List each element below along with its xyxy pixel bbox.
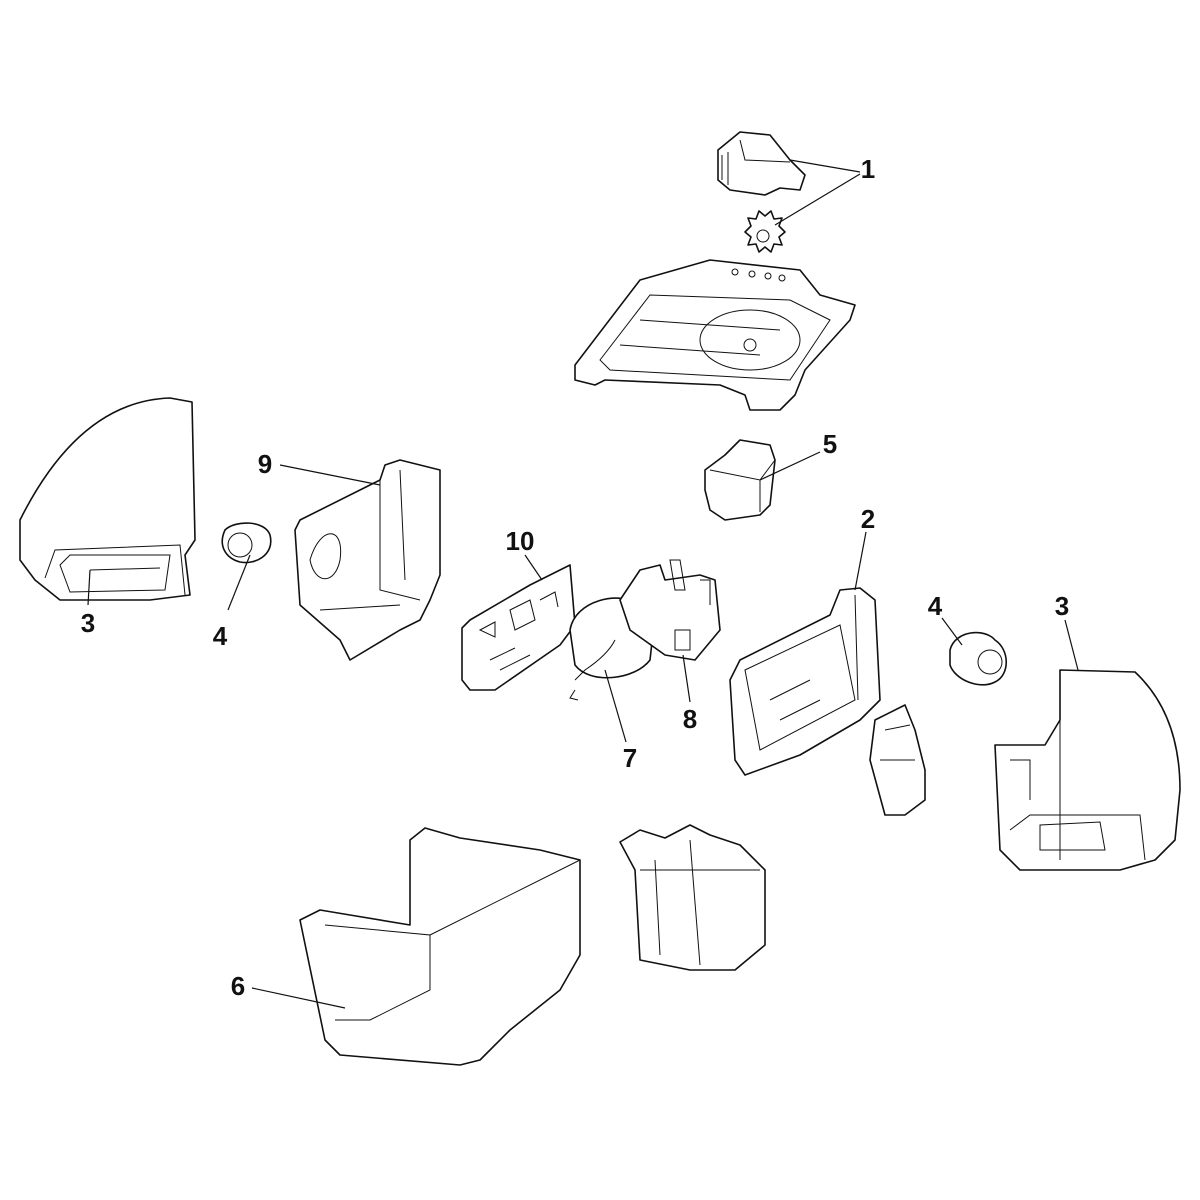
- callout-5: 5: [823, 429, 837, 459]
- callout-2: 2: [861, 504, 875, 534]
- part-4-light-socket-right[interactable]: [949, 631, 1008, 686]
- part-10-logic-board[interactable]: [461, 564, 576, 691]
- part-1-sprocket-cover[interactable]: [717, 131, 806, 253]
- part-5-transformer[interactable]: [704, 439, 776, 521]
- callout-3-right: 3: [1055, 591, 1069, 621]
- callout-6: 6: [231, 971, 245, 1001]
- callout-10: 10: [506, 526, 535, 556]
- callout-3-left: 3: [81, 608, 95, 638]
- callout-7: 7: [623, 743, 637, 773]
- part-9-end-panel[interactable]: [294, 459, 441, 661]
- leader-lines: [87, 159, 1079, 1009]
- callout-4-left: 4: [213, 621, 228, 651]
- bracket-flap[interactable]: [869, 704, 926, 816]
- part-2-housing[interactable]: [729, 587, 881, 776]
- part-8-travel-module[interactable]: [619, 559, 721, 661]
- callout-9: 9: [258, 449, 272, 479]
- callout-4-right: 4: [928, 591, 943, 621]
- part-3-end-cover-left[interactable]: [19, 397, 196, 601]
- callout-1: 1: [861, 154, 875, 184]
- callout-8: 8: [683, 704, 697, 734]
- part-6-main-cover[interactable]: [299, 827, 581, 1066]
- chassis-plate[interactable]: [574, 259, 856, 411]
- lower-tray[interactable]: [619, 824, 766, 971]
- part-4-light-socket-left[interactable]: [221, 522, 272, 564]
- part-3-end-cover-right[interactable]: [994, 669, 1181, 871]
